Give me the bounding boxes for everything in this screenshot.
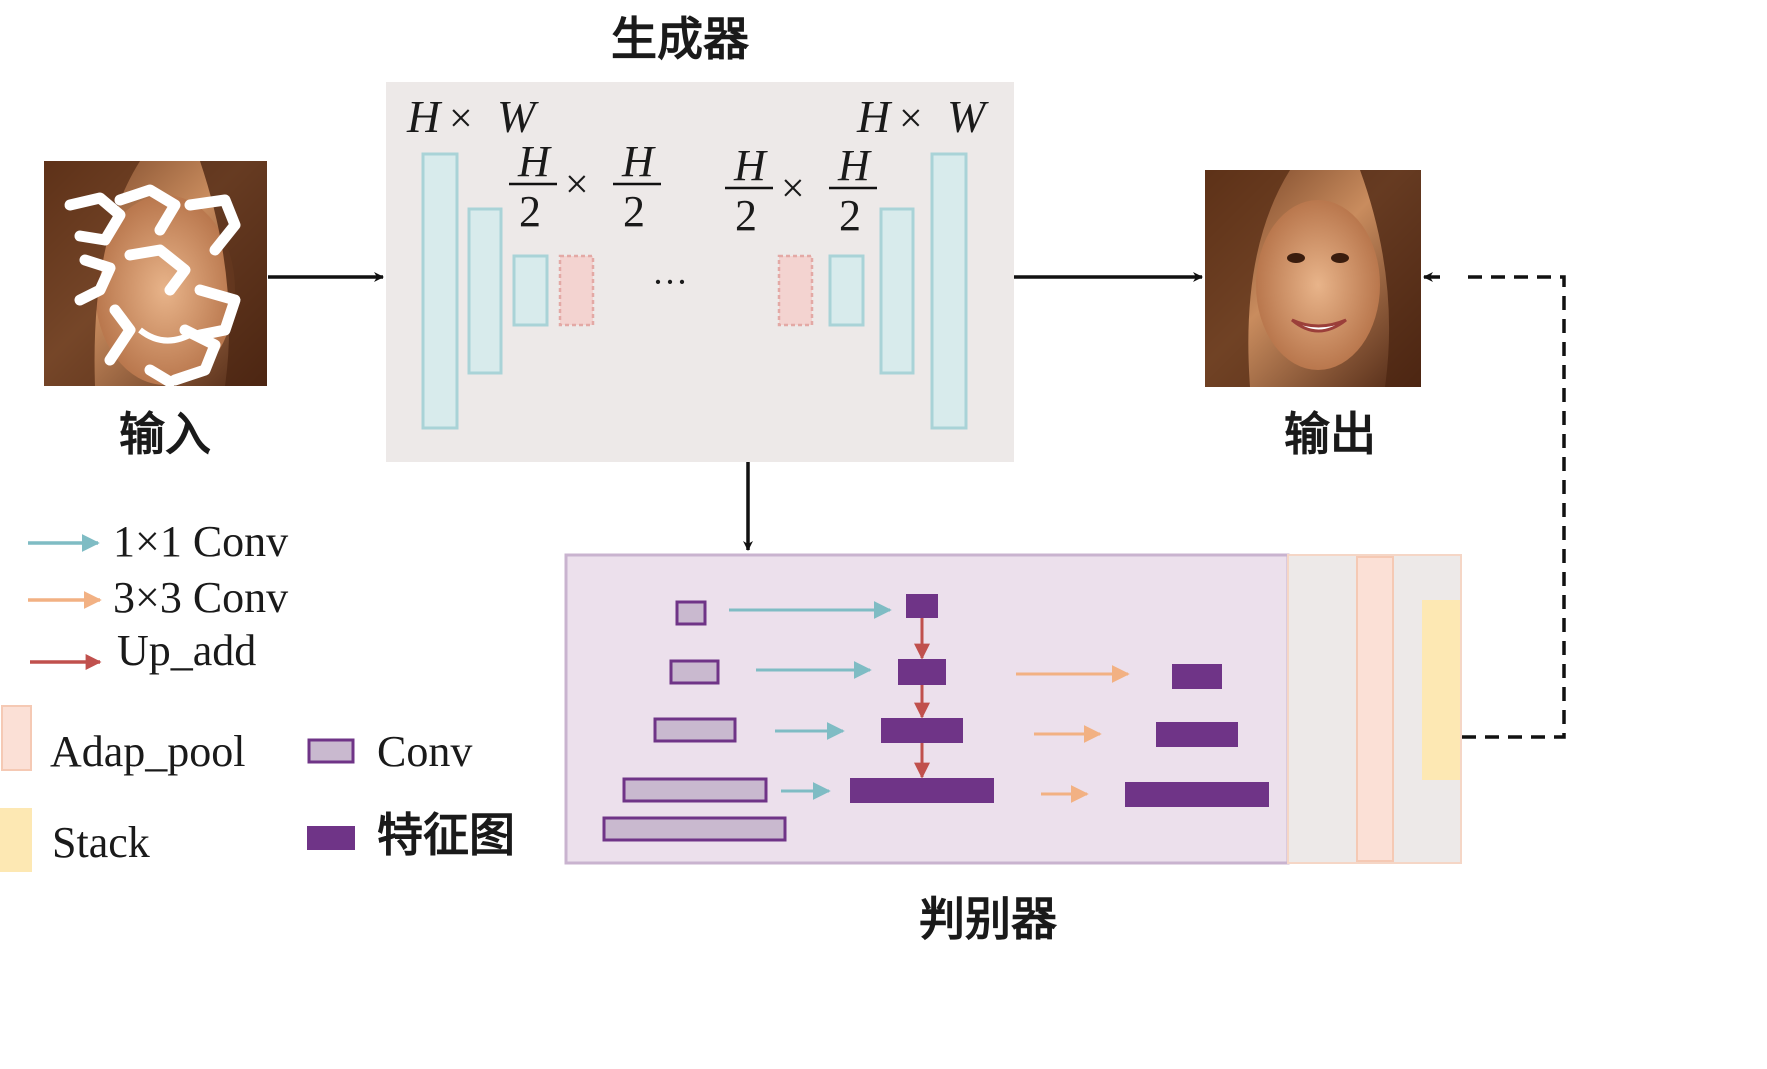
adap-pool-block: [1356, 556, 1394, 862]
legend-adap-pool-swatch: [1, 705, 32, 771]
disc-feature-out-3: [1125, 782, 1269, 807]
disc-conv-4: [622, 777, 768, 803]
output-image: [1205, 170, 1421, 387]
disc-feature-out-1: [1172, 664, 1222, 689]
disc-conv-3: [653, 717, 737, 743]
size-label-left-half: H 2 × H 2: [509, 137, 661, 236]
legend-conv-label: Conv: [377, 727, 472, 776]
generator-ellipsis: ···: [652, 262, 688, 302]
generator-block-enc-dashed: [558, 254, 595, 327]
svg-text:2: 2: [623, 187, 645, 236]
legend-conv-swatch: [307, 738, 355, 764]
legend-upadd-label: Up_add: [117, 626, 256, 675]
svg-text:W: W: [497, 91, 539, 142]
svg-text:×: ×: [565, 162, 589, 208]
svg-text:×: ×: [781, 166, 805, 212]
disc-conv-2: [669, 659, 720, 685]
generator-block-enc-3: [512, 254, 549, 327]
svg-text:W: W: [947, 91, 989, 142]
generator-block-enc-1: [421, 152, 459, 430]
disc-feature-mid-2: [898, 659, 946, 685]
size-label-right-full: H × W: [856, 91, 989, 142]
discriminator-title: 判别器: [919, 892, 1058, 946]
legend-adap-pool-label: Adap_pool: [50, 727, 246, 776]
svg-text:2: 2: [839, 191, 861, 240]
svg-text:H: H: [856, 91, 893, 142]
disc-feature-mid-1: [906, 594, 938, 618]
svg-text:H: H: [406, 91, 443, 142]
svg-text:2: 2: [519, 187, 541, 236]
input-image: [44, 161, 267, 388]
disc-feature-mid-3: [881, 718, 963, 743]
legend-3x3-label: 3×3 Conv: [113, 573, 288, 622]
generator-title: 生成器: [611, 12, 750, 66]
generator-block-dec-1: [930, 152, 968, 430]
size-label-left-full: H × W: [406, 91, 539, 142]
svg-text:H: H: [837, 141, 872, 190]
legend-feature-map-label: 特征图: [377, 808, 515, 862]
legend-stack-swatch: [0, 808, 32, 872]
disc-feature-mid-4: [850, 778, 994, 803]
svg-text:H: H: [621, 137, 656, 186]
disc-conv-1: [675, 600, 707, 626]
feedback-dashed-line: [1460, 275, 1566, 739]
svg-text:×: ×: [899, 96, 923, 142]
size-label-right-half: H 2 × H 2: [725, 141, 877, 240]
generator-block-dec-dashed: [777, 254, 814, 327]
svg-text:2: 2: [735, 191, 757, 240]
svg-text:H: H: [517, 137, 552, 186]
input-label: 输入: [119, 407, 211, 461]
svg-text:H: H: [733, 141, 768, 190]
disc-feature-out-2: [1156, 722, 1238, 747]
generator-block-dec-2: [879, 207, 915, 375]
legend-stack-label: Stack: [52, 818, 150, 867]
generator-block-dec-3: [828, 254, 865, 327]
disc-conv-5: [602, 816, 787, 842]
generator-block-enc-2: [467, 207, 503, 375]
stack-block: [1422, 600, 1460, 780]
svg-text:×: ×: [449, 96, 473, 142]
legend-feature-map-swatch: [307, 826, 355, 850]
output-label: 输出: [1284, 407, 1376, 461]
legend: 1×1 Conv 3×3 Conv Up_add Adap_pool Stack…: [0, 517, 515, 872]
legend-1x1-label: 1×1 Conv: [113, 517, 288, 566]
